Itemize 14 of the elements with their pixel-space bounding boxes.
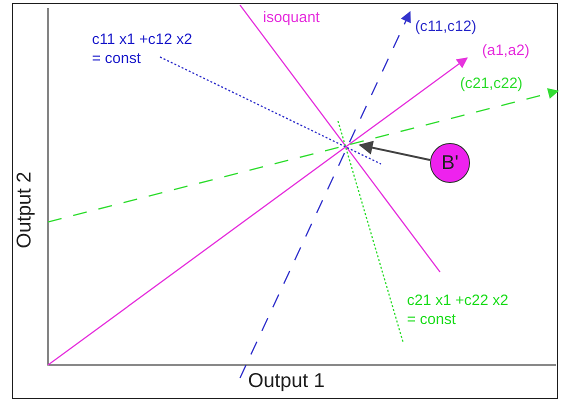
leader-line bbox=[160, 56, 382, 165]
axis-label: Output 2 bbox=[16, 172, 34, 248]
axis-label: Output 1 bbox=[248, 372, 325, 391]
label-circle: B' bbox=[430, 143, 470, 183]
line-label: isoquant bbox=[263, 8, 320, 27]
line-label: c21 x1 +c22 x2 = const bbox=[407, 291, 510, 329]
line-label: (c11,c12) bbox=[415, 17, 495, 36]
arrow bbox=[239, 11, 411, 378]
line-label: c11 x1 +c12 x2 = const bbox=[92, 30, 202, 68]
arrow bbox=[358, 140, 430, 161]
line-label: (c21,c22) bbox=[460, 74, 540, 93]
arrow bbox=[48, 88, 560, 223]
arrow bbox=[48, 57, 468, 366]
line-label: (a1,a2) bbox=[482, 41, 544, 60]
